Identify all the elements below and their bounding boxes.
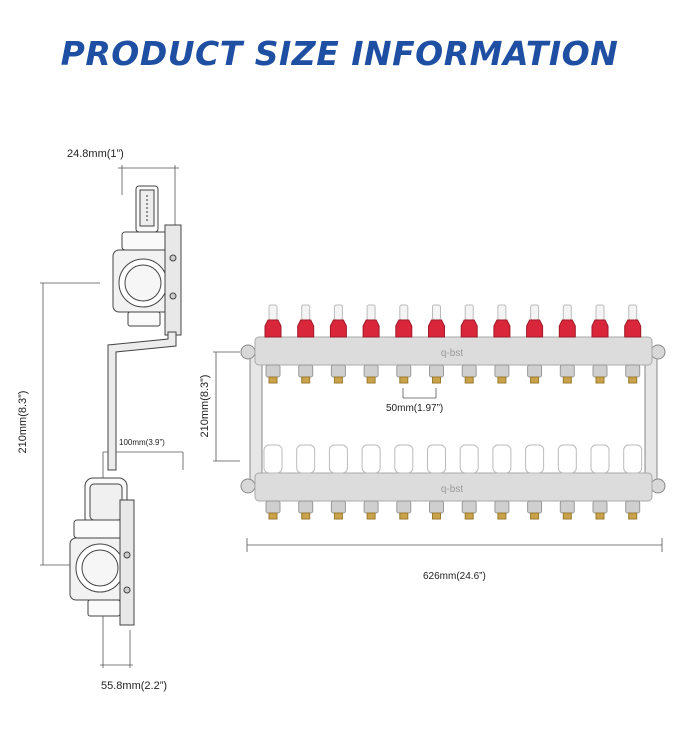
valve-port	[590, 444, 610, 520]
brand-top: q-bst	[441, 348, 463, 359]
bottom-ports	[263, 444, 643, 520]
brand-bottom: q-bst	[441, 484, 463, 495]
valve-port	[623, 444, 643, 520]
valve-port	[328, 444, 348, 520]
flowmeter-port	[395, 304, 413, 384]
front-height-label: 210mm(8.3”)	[199, 374, 211, 438]
front-dimension-lines	[213, 351, 663, 552]
top-ports	[264, 304, 642, 384]
side-top-width-label: 24.8mm(1”)	[67, 148, 124, 160]
valve-port	[427, 444, 446, 520]
flowmeter-port	[624, 304, 642, 384]
valve-port	[525, 444, 545, 520]
side-height-label: 210mm(8.3”)	[17, 390, 29, 454]
flowmeter-port	[526, 304, 544, 384]
front-brackets	[240, 344, 666, 494]
flowmeter-port	[264, 304, 282, 384]
flowmeter-port	[493, 304, 511, 384]
flowmeter-port	[297, 304, 315, 384]
side-top-assembly	[112, 185, 182, 336]
side-bracket	[107, 331, 177, 471]
valve-port	[492, 444, 512, 520]
page-title: PRODUCT SIZE INFORMATION	[60, 34, 619, 73]
side-offset-label: 100mm(3.9”)	[119, 438, 165, 447]
flowmeter-port	[558, 304, 576, 384]
valve-port	[557, 444, 577, 520]
side-bottom-assembly	[69, 477, 135, 626]
flowmeter-port	[591, 304, 609, 384]
side-bottom-width-label: 55.8mm(2.2”)	[101, 680, 168, 692]
port-spacing-label: 50mm(1.97”)	[386, 403, 444, 414]
bottom-manifold-bar	[254, 472, 653, 502]
flowmeter-port	[329, 304, 347, 384]
valve-port	[263, 444, 283, 520]
front-total-width-label: 626mm(24.6”)	[423, 571, 486, 582]
flowmeter-port	[362, 304, 380, 384]
valve-port	[296, 444, 316, 520]
flowmeter-port	[428, 304, 445, 384]
valve-port	[459, 444, 479, 520]
top-manifold-bar	[254, 336, 653, 366]
valve-port	[394, 444, 414, 520]
valve-port	[361, 444, 381, 520]
flowmeter-port	[460, 304, 478, 384]
